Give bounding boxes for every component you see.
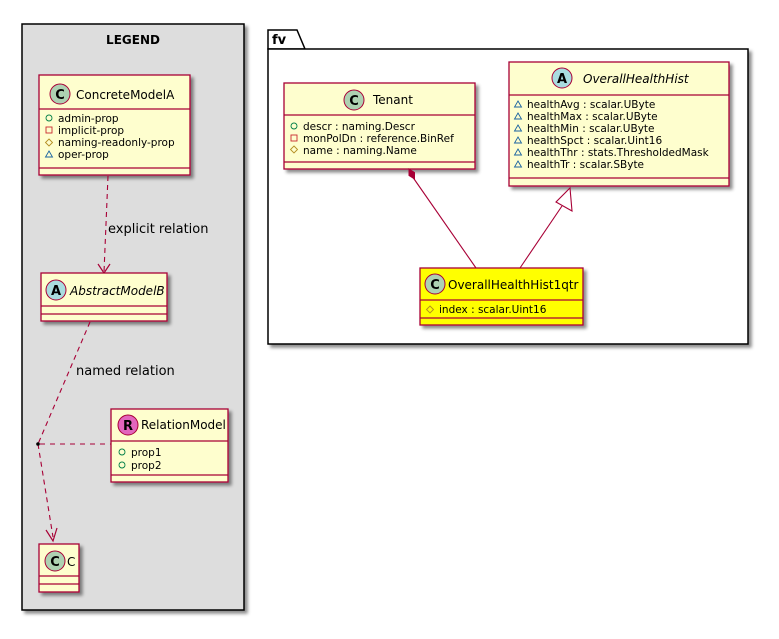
class-name: OverallHealthHist1qtr bbox=[448, 278, 579, 292]
class-name: Tenant bbox=[372, 93, 413, 107]
abstract-a-icon bbox=[551, 67, 573, 89]
public-visibility-icon bbox=[45, 114, 53, 122]
inheritance-triangle-icon bbox=[555, 186, 573, 212]
attribute: monPolDn : reference.BinRef bbox=[303, 133, 454, 145]
attribute: prop2 bbox=[131, 460, 162, 472]
attribute: descr : naming.Descr bbox=[303, 121, 416, 133]
class-c-icon-letter: C bbox=[55, 88, 65, 103]
package-title: fv bbox=[272, 33, 287, 48]
composition-diamond-icon bbox=[408, 168, 415, 180]
class-c-icon bbox=[424, 273, 446, 295]
attribute: implicit-prop bbox=[58, 125, 124, 137]
attribute: healthTr : scalar.SByte bbox=[527, 159, 644, 171]
legend-panel: LEGEND C ConcreteModelA admin-prop impli… bbox=[21, 23, 245, 611]
attribute: oper-prop bbox=[58, 149, 109, 161]
class-overall-health-hist[interactable]: A OverallHealthHist healthAvg : scalar.U… bbox=[508, 61, 730, 187]
named-relation-label: named relation bbox=[76, 364, 175, 379]
class-relation-model[interactable]: R RelationModel prop1 prop2 bbox=[110, 408, 229, 483]
package-fv: fv C Tenant descr : naming.Descr monPolD… bbox=[267, 29, 749, 345]
package-visibility-icon bbox=[513, 148, 523, 156]
class-c[interactable]: C C bbox=[38, 543, 80, 593]
attribute: healthSpct : scalar.Uint16 bbox=[527, 135, 662, 147]
package-visibility-icon bbox=[513, 136, 523, 144]
abstract-a-icon-letter: A bbox=[557, 72, 567, 87]
protected-visibility-icon bbox=[44, 138, 54, 147]
composition-edge bbox=[408, 168, 477, 269]
class-name: OverallHealthHist bbox=[583, 72, 690, 86]
attribute: naming-readonly-prop bbox=[58, 137, 175, 149]
package-visibility-icon bbox=[513, 124, 523, 132]
attribute: healthThr : stats.ThresholdedMask bbox=[527, 147, 710, 159]
class-name: RelationModel bbox=[141, 418, 226, 432]
attribute: index : scalar.Uint16 bbox=[439, 304, 547, 316]
class-concrete-model-a[interactable]: C ConcreteModelA admin-prop implicit-pro… bbox=[38, 74, 191, 176]
relation-r-icon-letter: R bbox=[123, 419, 133, 434]
package-visibility-icon bbox=[513, 112, 523, 120]
class-c-icon bbox=[49, 83, 71, 105]
attribute: healthMax : scalar.UByte bbox=[527, 111, 658, 123]
class-overall-health-hist-1qtr[interactable]: C OverallHealthHist1qtr index : scalar.U… bbox=[419, 267, 584, 326]
class-name: C bbox=[67, 555, 75, 569]
public-visibility-icon bbox=[118, 461, 126, 469]
class-c-icon-letter: C bbox=[50, 555, 60, 570]
public-visibility-icon bbox=[290, 122, 298, 130]
named-relation-edge: named relation bbox=[36, 321, 175, 543]
explicit-relation-label: explicit relation bbox=[108, 222, 208, 237]
private-visibility-icon bbox=[290, 134, 298, 142]
abstract-a-icon bbox=[45, 279, 67, 301]
attribute: name : naming.Name bbox=[303, 145, 417, 157]
protected-visibility-icon bbox=[425, 305, 435, 314]
protected-visibility-icon bbox=[289, 145, 299, 154]
class-name: ConcreteModelA bbox=[76, 88, 175, 102]
attribute: admin-prop bbox=[58, 113, 119, 125]
public-visibility-icon bbox=[118, 448, 126, 456]
private-visibility-icon bbox=[45, 126, 53, 134]
relation-r-icon bbox=[117, 414, 139, 436]
class-c-icon-letter: C bbox=[430, 278, 440, 293]
attribute: prop1 bbox=[131, 447, 162, 459]
class-c-icon bbox=[44, 550, 66, 572]
class-name: AbstractModelB bbox=[69, 284, 165, 298]
generalization-edge bbox=[519, 186, 573, 269]
class-c-icon-letter: C bbox=[349, 94, 359, 109]
abstract-a-icon-letter: A bbox=[51, 284, 61, 299]
attribute: healthAvg : scalar.UByte bbox=[527, 99, 655, 111]
association-point bbox=[36, 442, 40, 446]
class-tenant[interactable]: C Tenant descr : naming.Descr monPolDn :… bbox=[283, 82, 476, 170]
class-c-icon bbox=[343, 89, 365, 111]
package-visibility-icon bbox=[513, 160, 523, 168]
attribute: healthMin : scalar.UByte bbox=[527, 123, 654, 135]
package-visibility-icon bbox=[513, 100, 523, 108]
legend-title: LEGEND bbox=[106, 33, 160, 47]
package-visibility-icon bbox=[44, 150, 54, 158]
class-abstract-model-b[interactable]: A AbstractModelB bbox=[40, 272, 168, 322]
